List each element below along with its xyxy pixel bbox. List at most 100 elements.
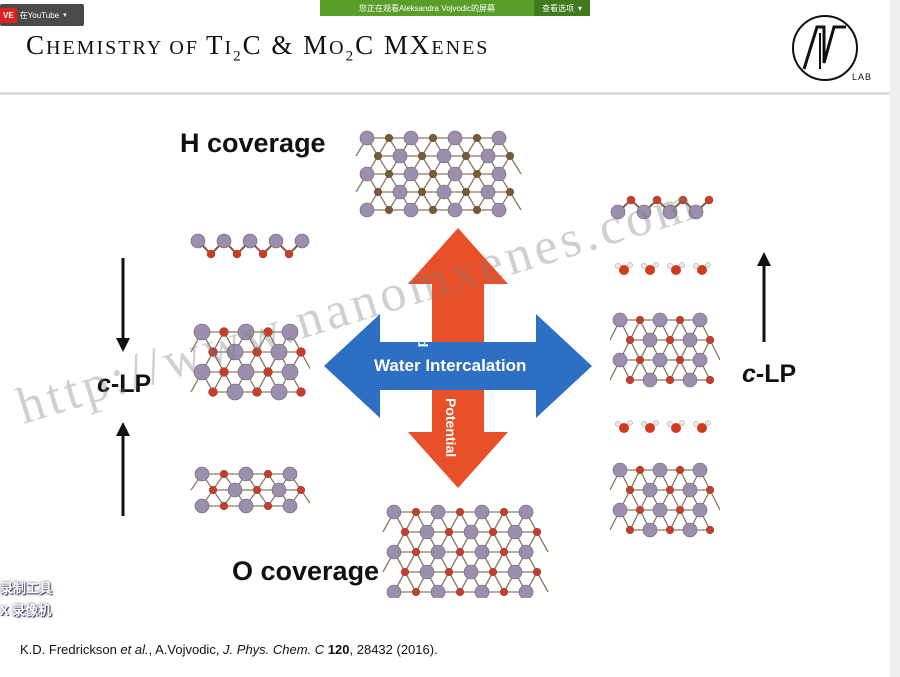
water-hydrogen <box>705 420 711 426</box>
title-part: C <box>355 30 384 60</box>
atom <box>662 204 678 220</box>
clp-rest: -LP <box>110 370 152 398</box>
atom <box>518 584 534 598</box>
atom <box>384 205 394 215</box>
water-hydrogen <box>627 262 633 268</box>
atom <box>625 335 635 345</box>
atom <box>263 367 273 377</box>
left-chain-structure <box>190 233 310 259</box>
view-options-button[interactable]: 查看选项 ▾ <box>533 0 590 16</box>
youtube-live-button[interactable]: VE 在YouTube ▾ <box>0 4 84 26</box>
clp-right-label: c-LP <box>742 360 796 389</box>
atom <box>384 169 394 179</box>
atom <box>705 335 715 345</box>
title-part: 2 <box>233 48 243 65</box>
citation-et-al: et al. <box>120 642 149 657</box>
water-hydrogen <box>705 262 711 268</box>
atom <box>612 462 628 478</box>
atom <box>193 363 211 381</box>
atom <box>252 485 262 495</box>
atom <box>417 187 427 197</box>
atom <box>692 502 708 518</box>
applied-label: Applied <box>415 296 431 348</box>
atom <box>499 507 509 517</box>
title-part: I <box>224 37 234 59</box>
av-lab-logo <box>792 15 858 81</box>
atom <box>705 375 715 385</box>
atom <box>232 249 242 259</box>
atom <box>219 327 229 337</box>
atom <box>219 501 229 511</box>
clp-rest: -LP <box>755 360 797 388</box>
atom <box>635 355 645 365</box>
atom <box>474 504 490 520</box>
atom <box>610 204 626 220</box>
atom <box>284 249 294 259</box>
view-options-label: 查看选项 <box>541 3 574 13</box>
title-divider <box>0 92 890 95</box>
atom <box>472 133 482 143</box>
title-part: 2 <box>345 48 356 65</box>
atom <box>270 343 288 361</box>
water-hydrogen <box>667 421 673 427</box>
atom <box>491 166 507 182</box>
atom <box>455 507 465 517</box>
atom <box>294 233 310 249</box>
atom <box>430 584 446 598</box>
atom <box>400 527 410 537</box>
title-part: HEMISTRY OF <box>46 37 206 59</box>
atom <box>386 504 402 520</box>
atom <box>270 383 288 401</box>
atom <box>635 315 645 325</box>
water-oxygen <box>671 423 681 433</box>
atom <box>612 312 628 328</box>
atom <box>505 187 515 197</box>
citation: K.D. Fredrickson et al., A.Vojvodic, J. … <box>20 642 438 657</box>
atom <box>242 233 258 249</box>
cross-arrows-diagram <box>324 228 592 488</box>
atom <box>678 195 688 205</box>
atom <box>263 327 273 337</box>
atom <box>472 169 482 179</box>
atom <box>282 498 298 514</box>
atom <box>386 544 402 560</box>
atom <box>281 363 299 381</box>
atom <box>612 352 628 368</box>
atom <box>227 482 243 498</box>
atom <box>636 204 652 220</box>
atom <box>359 202 375 218</box>
water-hydrogen <box>667 263 673 269</box>
atom <box>675 355 685 365</box>
atom <box>447 202 463 218</box>
citation-authors: K.D. Fredrickson <box>20 642 121 657</box>
title-part: T <box>205 30 225 60</box>
atom <box>282 466 298 482</box>
atom <box>675 505 685 515</box>
atom <box>194 498 210 514</box>
o-coverage-structure <box>382 504 549 598</box>
atom <box>296 485 306 495</box>
share-notice: 您正在观看Aleksandra Vojvodic的屏幕 <box>358 3 496 13</box>
atom <box>428 169 438 179</box>
atom <box>682 332 698 348</box>
citation-volume: 120 <box>327 642 350 657</box>
right-bottom-slab-structure <box>610 462 720 538</box>
atom <box>635 505 645 515</box>
atom <box>642 332 658 348</box>
atom <box>665 485 675 495</box>
atom <box>384 133 394 143</box>
atom <box>692 312 708 328</box>
atom <box>219 367 229 377</box>
atom <box>499 547 509 557</box>
atom <box>488 527 498 537</box>
atom <box>216 233 232 249</box>
atom <box>373 151 383 161</box>
recorder-overlay: 录制工具 X 录像机 <box>0 578 52 622</box>
atom <box>692 352 708 368</box>
atom <box>403 130 419 146</box>
atom <box>263 469 273 479</box>
left-bottom-slab-structure <box>190 466 310 514</box>
atom <box>652 352 668 368</box>
atom <box>675 465 685 475</box>
